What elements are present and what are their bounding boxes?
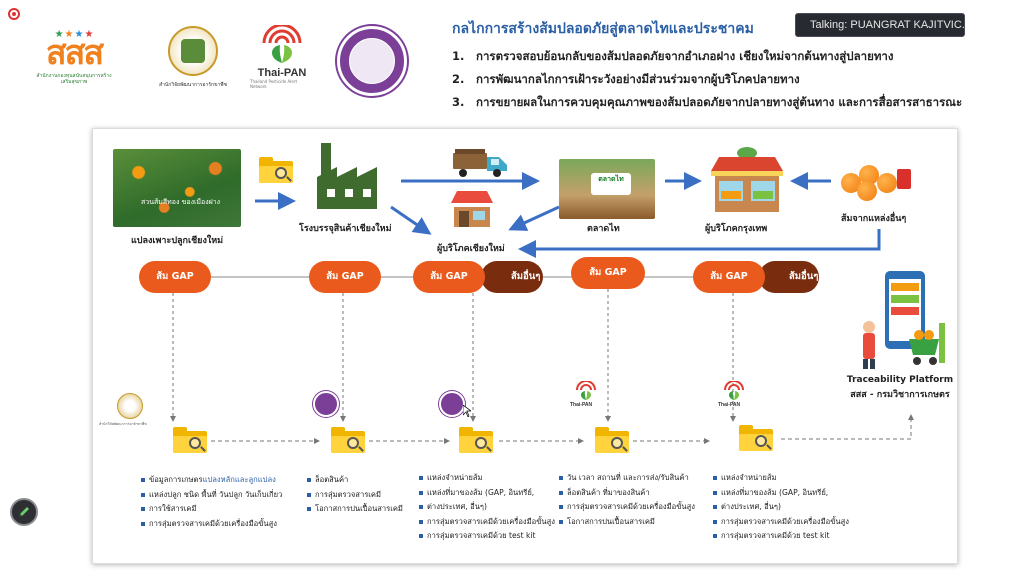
thaipan-logo-caption: Thailand Pesticide Alert Network xyxy=(250,79,298,89)
folder-search-icon xyxy=(173,427,207,453)
stage-item: ต่างประเทศ, อื่นๆ) xyxy=(713,500,849,515)
factory-label: โรงบรรจุสินค้าเชียงใหม่ xyxy=(299,224,392,234)
stage-item: ล็อตสินค้า ที่มาของสินค้า xyxy=(559,486,695,501)
arrow-market-cmconsumer xyxy=(508,205,560,231)
stage-item: การใช้สารเคมี xyxy=(141,502,282,517)
talking-indicator: Talking: PUANGRAT KAJITVIC... xyxy=(795,13,965,37)
orchard-photo-caption: สวนส้มสีทอง ของเมืองฝาง xyxy=(141,198,221,206)
arrow-other-cmconsumer xyxy=(518,229,881,258)
record-indicator-icon xyxy=(8,8,20,20)
stage-item: ล็อตสินค้า xyxy=(307,473,403,488)
shop-icon xyxy=(451,191,493,227)
folder-search-icon xyxy=(739,425,773,451)
gap-pill: ส้ม GAP xyxy=(139,261,211,293)
stage-4-list: วัน เวลา สถานที่ และการส่ง/รับสินค้า ล็อ… xyxy=(559,471,695,529)
objective-item: 2.การพัฒนากลไกการเฝ้าระวังอย่างมีส่วนร่ว… xyxy=(452,72,800,86)
stage-item: วัน เวลา สถานที่ และการส่ง/รับสินค้า xyxy=(559,471,695,486)
doa-logo-caption: สำนักวิจัยพัฒนาการอารักขาพืช xyxy=(159,81,227,88)
stage-item: การสุ่มตรวจสารเคมีด้วยเครื่องมือขั้นสูง xyxy=(713,515,849,530)
stage-2-list: ล็อตสินค้า การสุ่มตรวจสารเคมี โอกาสการปน… xyxy=(307,473,403,517)
stage-item: การสุ่มตรวจสารเคมีด้วยเครื่องมือขั้นสูง xyxy=(141,517,282,532)
traceability-platform-label: Traceability Platform สสส - กรมวิชาการเก… xyxy=(839,373,957,403)
market-label: ตลาดไท xyxy=(587,224,620,234)
thaipan-mark-icon xyxy=(262,25,302,63)
stage-5-list: แหล่งจำหน่ายส้ม แหล่งที่มาของส้ม (GAP, อ… xyxy=(713,471,849,544)
stage-item: โอกาสการปนเปื้อนสารเคมี xyxy=(559,515,695,530)
sss-logo: ★★★★ สสส สำนักงานกองทุนสนับสนุนการสร้างเ… xyxy=(34,18,114,96)
doa-logo: สำนักวิจัยพัฒนาการอารักขาพืช xyxy=(158,18,228,96)
stage-1-list: ข้อมูลการเกษตรแปลงหลักและลูกแปลง แหล่งปล… xyxy=(141,473,282,531)
stage-item: แหล่งที่มาของส้ม (GAP, อินทรีย์, xyxy=(419,486,555,501)
folder-search-icon xyxy=(331,427,365,453)
mini-doa-logo xyxy=(117,393,143,419)
thaipan-logo: Thai-PAN Thailand Pesticide Alert Networ… xyxy=(250,18,314,96)
cm-consumer-label: ผู้บริโภคเชียงใหม่ xyxy=(437,244,505,254)
stage-item: แหล่งปลูก ชนิด พื้นที่ วันปลูก วันเก็บเก… xyxy=(141,488,282,503)
stage-item: แหล่งที่มาของส้ม (GAP, อินทรีย์, xyxy=(713,486,849,501)
folder-search-icon xyxy=(259,157,293,183)
stage-item: การสุ่มตรวจสารเคมีด้วยเครื่องมือขั้นสูง xyxy=(559,500,695,515)
slide-heading: กลไกการสร้างส้มปลอดภัยสู่ตลาดไทและประชาค… xyxy=(452,21,754,37)
orchard-label: แปลงเพาะปลูกเชียงใหม่ xyxy=(131,236,224,246)
mini-cmu-logo xyxy=(313,391,339,417)
stage-item: การสุ่มตรวจสารเคมี xyxy=(307,488,403,503)
cursor-icon xyxy=(463,405,471,417)
truck-icon xyxy=(453,149,507,177)
orchard-photo: สวนส้มสีทอง ของเมืองฝาง xyxy=(113,149,241,227)
stage-item: โอกาสการปนเปื้อนสารเคมี xyxy=(307,502,403,517)
flow-diagram: สวนส้มสีทอง ของเมืองฝาง แปลงเพาะปลูกเชีย… xyxy=(92,128,958,564)
thaipan-logo-text: Thai-PAN xyxy=(257,67,307,79)
other-source-label: ส้มจากแหล่งอื่นๆ xyxy=(841,214,907,224)
stage-item: ข้อมูลการเกษตรแปลงหลักและลูกแปลง xyxy=(141,473,282,488)
stage-item: การสุ่มตรวจสารเคมีด้วย test kit xyxy=(419,529,555,544)
annotate-button[interactable] xyxy=(10,498,38,526)
sss-stars-icon: ★★★★ xyxy=(54,28,94,40)
folder-search-icon xyxy=(459,427,493,453)
arrow-factory-cmconsumer xyxy=(390,205,432,235)
mini-thaipan-text: Thai-PAN xyxy=(570,402,593,408)
gap-pill: ส้ม GAP xyxy=(309,261,381,293)
cmu-logo xyxy=(336,22,408,100)
stage-item: การสุ่มตรวจสารเคมีด้วย test kit xyxy=(713,529,849,544)
other-pill: ส้มอื่นๆ xyxy=(759,261,819,293)
market-photo-sign: ตลาดไท xyxy=(591,173,631,195)
mini-thaipan-icon xyxy=(724,381,744,400)
stage-item: แหล่งจำหน่ายส้ม xyxy=(713,471,849,486)
factory-icon xyxy=(317,143,377,209)
stage-item: แหล่งจำหน่ายส้ม xyxy=(419,471,555,486)
mini-doa-caption: สำนักวิจัยพัฒนาการอารักขาพืช xyxy=(99,422,147,426)
mini-thaipan-text: Thai-PAN xyxy=(718,402,741,408)
other-oranges-photo xyxy=(837,151,915,201)
platform-line2: สสส - กรมวิชาการเกษตร xyxy=(850,390,950,400)
objective-item: 1.การตรวจสอบย้อนกลับของส้มปลอดภัยจากอำเภ… xyxy=(452,49,894,63)
doa-seal-icon xyxy=(168,25,218,76)
cmu-seal-icon xyxy=(337,26,407,96)
sss-logo-caption: สำนักงานกองทุนสนับสนุนการสร้างเสริมสุขภา… xyxy=(36,72,112,85)
pencil-icon xyxy=(19,507,29,517)
gap-pill: ส้ม GAP xyxy=(693,261,765,293)
stage-item: ต่างประเทศ, อื่นๆ) xyxy=(419,500,555,515)
traceability-illustration xyxy=(863,271,945,369)
folder-search-icon xyxy=(595,427,629,453)
platform-line1: Traceability Platform xyxy=(846,375,954,385)
market-photo: ตลาดไท xyxy=(559,159,655,219)
objective-item: 3.การขยายผลในการควบคุมคุณภาพของส้มปลอดภั… xyxy=(452,95,963,109)
sss-logo-mark: สสส xyxy=(45,32,104,73)
other-pill: ส้มอื่นๆ xyxy=(481,261,543,293)
mini-cmu-logo xyxy=(439,391,465,417)
mini-thaipan-icon xyxy=(576,381,596,400)
bkk-store-icon xyxy=(711,147,783,212)
gap-pill: ส้ม GAP xyxy=(571,257,645,289)
stage-3-list: แหล่งจำหน่ายส้ม แหล่งที่มาของส้ม (GAP, อ… xyxy=(419,471,555,544)
objective-list: 1.การตรวจสอบย้อนกลับของส้มปลอดภัยจากอำเภ… xyxy=(452,45,1022,114)
bkk-consumer-label: ผู้บริโภคกรุงเทพ xyxy=(705,224,768,234)
stage-item: การสุ่มตรวจสารเคมีด้วยเครื่องมือขั้นสูง xyxy=(419,515,555,530)
gap-pill: ส้ม GAP xyxy=(413,261,485,293)
